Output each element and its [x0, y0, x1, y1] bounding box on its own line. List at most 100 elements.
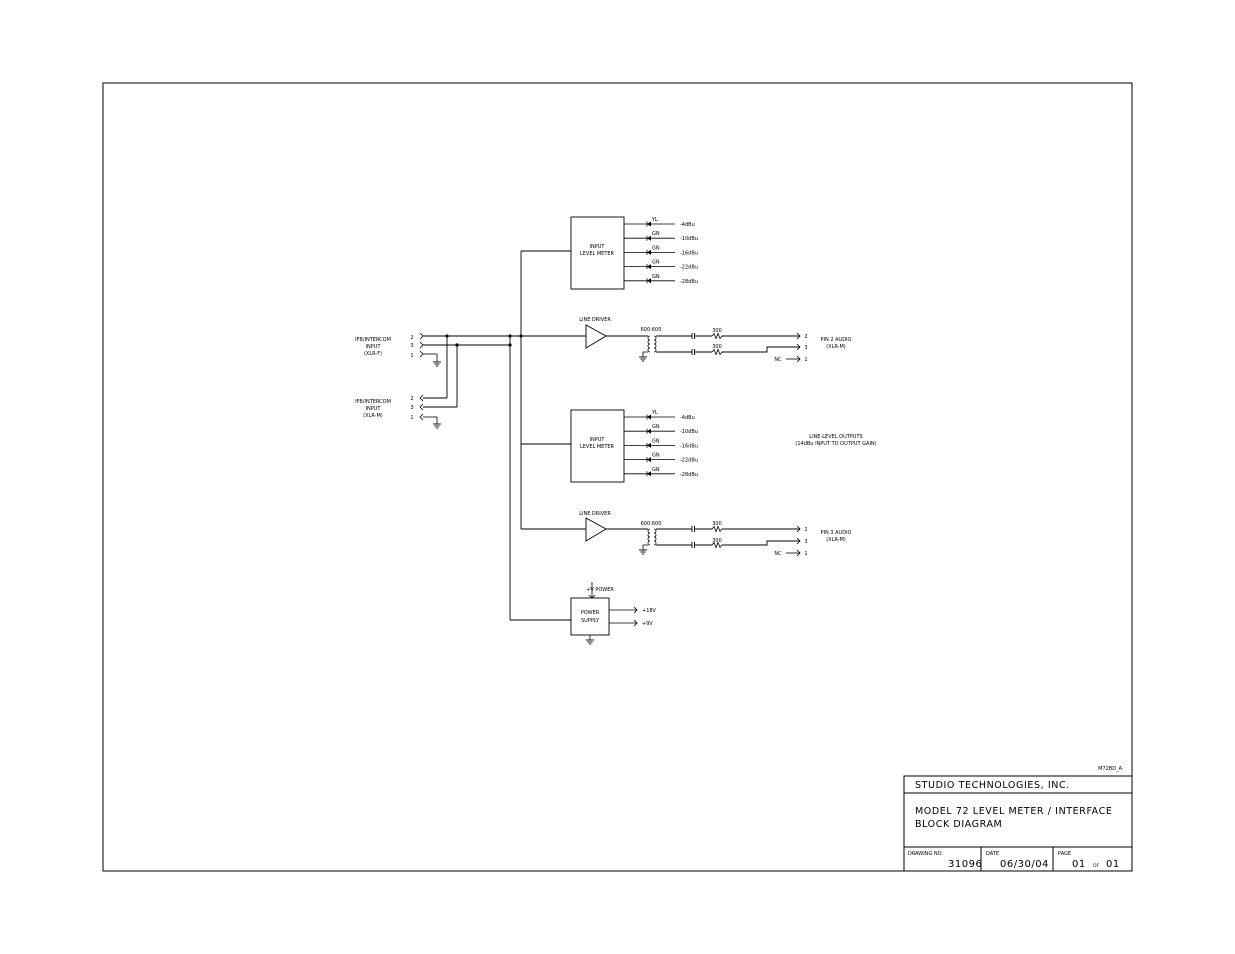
resistor-1a-value: 300	[712, 328, 722, 334]
level-meter-2: INPUT LEVEL METER YL-4dBuGN-10dBuGN-16dB…	[570, 409, 698, 483]
resistor-2a	[711, 526, 723, 532]
meter-1-led-5	[646, 277, 652, 284]
line-driver-2-label: LINE DRIVER	[579, 511, 611, 517]
meter-2-led-2	[646, 428, 652, 435]
input-bus-wiring	[423, 250, 586, 621]
line-driver-1-label: LINE DRIVER	[579, 317, 611, 323]
meter-2-led-color-3: GN	[652, 438, 660, 444]
meter-2-level-4: -22dBu	[680, 458, 698, 464]
meter-2-led-1	[646, 414, 652, 420]
line-driver-2: LINE DRIVER 600:600 300 300 NC 2 3 1 PIN…	[579, 511, 851, 557]
cap-2a	[691, 525, 695, 533]
title-block: M72BD_A STUDIO TECHNOLOGIES, INC. MODEL …	[903, 766, 1133, 872]
cap-1b	[691, 348, 695, 356]
meter-2-led-4	[646, 456, 652, 463]
resistor-2b-value: 300	[712, 538, 722, 544]
drawing-no-label: DRAWING NO.	[908, 851, 943, 857]
bus-junctions	[445, 334, 523, 347]
input-xlr-m-pin-1: 1	[410, 415, 413, 421]
meter-2-led-5	[646, 470, 652, 477]
sheet-border	[102, 82, 1133, 872]
meter-1-level-1: -4dBu	[680, 222, 695, 228]
input-xlr-m-pin-2: 2	[410, 396, 413, 402]
meter-2-level-3: -16dBu	[680, 443, 698, 449]
meter-2-led-3	[646, 442, 652, 449]
page-total: 01	[1106, 859, 1120, 870]
transformer-2-ratio: 600:600	[641, 521, 662, 527]
input-xlr-m-label-1: IFB/INTERCOM	[355, 399, 391, 405]
meter-1-level-5: -28dBu	[680, 279, 698, 285]
meter-1-led-2	[646, 235, 652, 242]
input-xlr-f-pin-2: 2	[410, 335, 413, 341]
input-xlr-f-pin-1: 1	[410, 353, 413, 359]
resistor-1b-value: 300	[712, 344, 722, 350]
input-xlr-m: IFB/INTERCOM INPUT (XLR-M) 2 3 1	[355, 394, 442, 429]
line-driver-1: LINE DRIVER 600:600 300 300 NC 2 3 1 PIN…	[579, 317, 851, 363]
output-1-nc: NC	[774, 357, 782, 363]
input-xlr-f-pin-3: 3	[410, 343, 413, 349]
power-supply: +V POWER POWER SUPPLY +18V +9V	[570, 582, 657, 645]
output-2-label-1: PIN 3 AUDIO	[821, 530, 852, 536]
output-1-label-2: (XLR-M)	[826, 344, 846, 350]
power-box-1: POWER	[581, 610, 600, 616]
meter-2-level-2: -10dBu	[680, 429, 698, 435]
meter-1-led-color-1: YL	[651, 217, 658, 223]
meter-2-led-color-4: GN	[652, 453, 660, 459]
output-2-pin-3: 3	[804, 539, 807, 545]
meter-2-led-color-1: YL	[651, 410, 658, 416]
output-1-pin-2: 2	[804, 334, 807, 340]
input-xlr-f-label-3: (XLR-F)	[364, 351, 382, 357]
meter-1-led-3	[646, 249, 652, 256]
output-2-pin-1: 1	[804, 551, 807, 557]
output-1-pin-1: 1	[804, 357, 807, 363]
resistor-2a-value: 300	[712, 521, 722, 527]
power-box-2: SUPPLY	[581, 618, 600, 624]
outputs-caption-1: LINE-LEVEL OUTPUTS	[809, 434, 862, 440]
meter-1-led-color-4: GN	[652, 260, 660, 266]
resistor-1b	[711, 349, 723, 355]
date-value: 06/30/04	[1000, 859, 1049, 870]
level-meter-2-title-2: LEVEL METER	[580, 444, 615, 450]
company-name: STUDIO TECHNOLOGIES, INC.	[915, 780, 1070, 791]
meter-1-level-4: -22dBu	[680, 265, 698, 271]
doc-code: M72BD_A	[1098, 766, 1122, 772]
page-label: PAGE	[1058, 851, 1071, 857]
output-1-label-1: PIN 2 AUDIO	[821, 337, 852, 343]
drawing-title-1: MODEL 72 LEVEL METER / INTERFACE	[915, 806, 1112, 817]
resistor-1a	[711, 333, 723, 339]
cap-2b	[691, 541, 695, 549]
power-input-label: +V POWER	[586, 587, 614, 593]
input-xlr-m-label-3: (XLR-M)	[363, 413, 383, 419]
input-xlr-m-label-2: INPUT	[366, 406, 382, 412]
level-meter-1-title-2: LEVEL METER	[580, 251, 615, 257]
transformer-2	[647, 528, 657, 546]
cap-1a	[691, 332, 695, 340]
transformer-1-ratio: 600:600	[641, 327, 662, 333]
output-1-pin-3: 3	[804, 345, 807, 351]
date-label: DATE	[986, 851, 999, 857]
power-out-1: +18V	[642, 608, 657, 614]
output-2-label-2: (XLR-M)	[826, 537, 846, 543]
meter-2-level-5: -28dBu	[680, 472, 698, 478]
input-xlr-f-label-1: IFB/INTERCOM	[355, 337, 391, 343]
power-out-2: +9V	[642, 621, 653, 627]
meter-1-led-4	[646, 263, 652, 270]
meter-1-led-color-5: GN	[652, 274, 660, 280]
output-2-pin-2: 2	[804, 527, 807, 533]
drawing-no: 31096	[948, 859, 982, 870]
meter-1-led-1	[646, 221, 652, 227]
page-of: OF	[1093, 863, 1100, 869]
transformer-1	[647, 335, 657, 353]
meter-2-led-color-5: GN	[652, 467, 660, 473]
meter-1-led-color-2: GN	[652, 231, 660, 237]
drawing-title-2: BLOCK DIAGRAM	[915, 819, 1002, 830]
outputs-caption-2: (14dBu INPUT TO OUTPUT GAIN)	[795, 441, 876, 447]
input-xlr-f: IFB/INTERCOM INPUT (XLR-F) 2 3 1	[355, 332, 442, 367]
meter-1-level-3: -16dBu	[680, 250, 698, 256]
page-number: 01	[1072, 859, 1086, 870]
input-xlr-f-label-2: INPUT	[366, 344, 382, 350]
meter-2-led-color-2: GN	[652, 424, 660, 430]
